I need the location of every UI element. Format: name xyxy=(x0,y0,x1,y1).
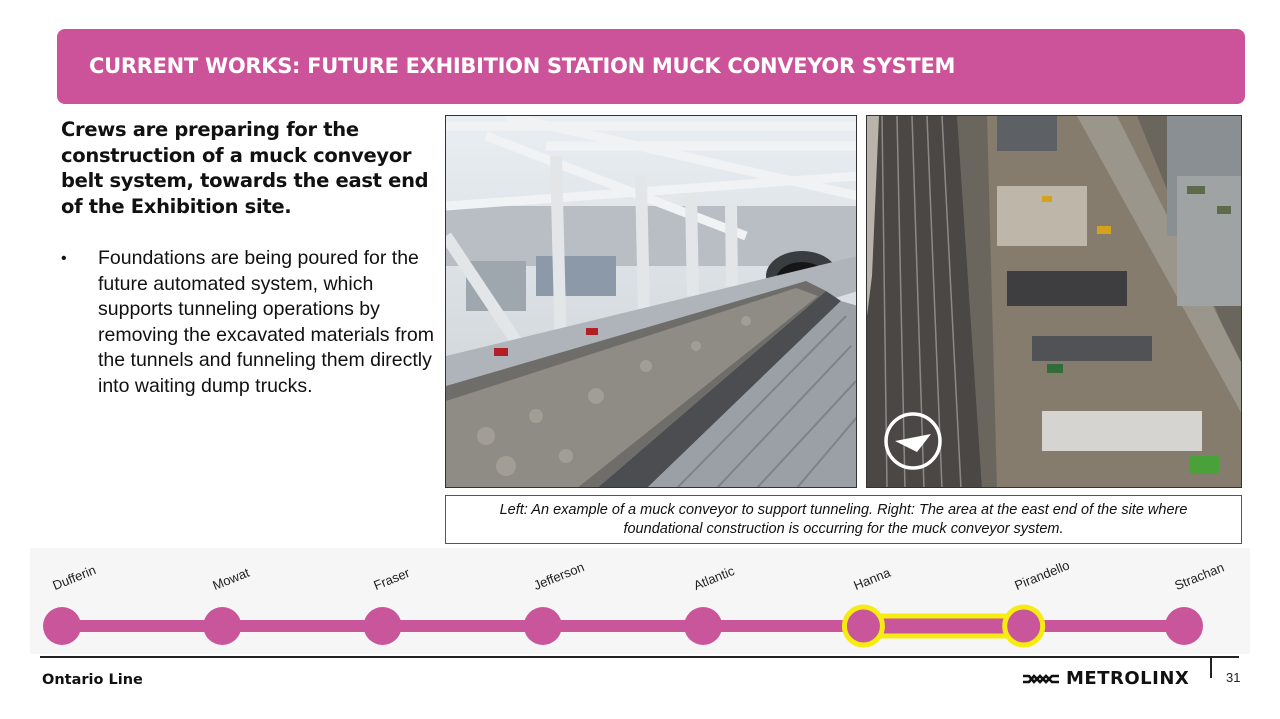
page-title: CURRENT WORKS: FUTURE EXHIBITION STATION… xyxy=(89,54,956,78)
bullet-item: • Foundations are being poured for the f… xyxy=(61,246,441,399)
footer-divider xyxy=(40,656,1239,658)
footer-tick xyxy=(1210,656,1212,678)
metrolinx-logo: METROLINX xyxy=(1022,668,1189,689)
bullet-list: • Foundations are being poured for the f… xyxy=(61,246,441,399)
bullet-icon: • xyxy=(61,250,67,267)
lead-paragraph: Crews are preparing for the construction… xyxy=(61,118,429,218)
aerial-site-photo xyxy=(866,115,1242,488)
metrolinx-wave-icon xyxy=(1023,673,1059,684)
conveyor-photo xyxy=(445,115,857,488)
bullet-text: Foundations are being poured for the fut… xyxy=(98,247,434,397)
brand-name: METROLINX xyxy=(1066,668,1190,689)
caption-line-2: foundational construction is occurring f… xyxy=(623,521,1064,537)
photo-caption: Left: An example of a muck conveyor to s… xyxy=(445,495,1242,544)
page-number: 31 xyxy=(1226,670,1241,685)
line-name: Ontario Line xyxy=(42,672,143,688)
title-banner: CURRENT WORKS: FUTURE EXHIBITION STATION… xyxy=(57,29,1245,104)
caption-line-1: Left: An example of a muck conveyor to s… xyxy=(499,502,1188,518)
